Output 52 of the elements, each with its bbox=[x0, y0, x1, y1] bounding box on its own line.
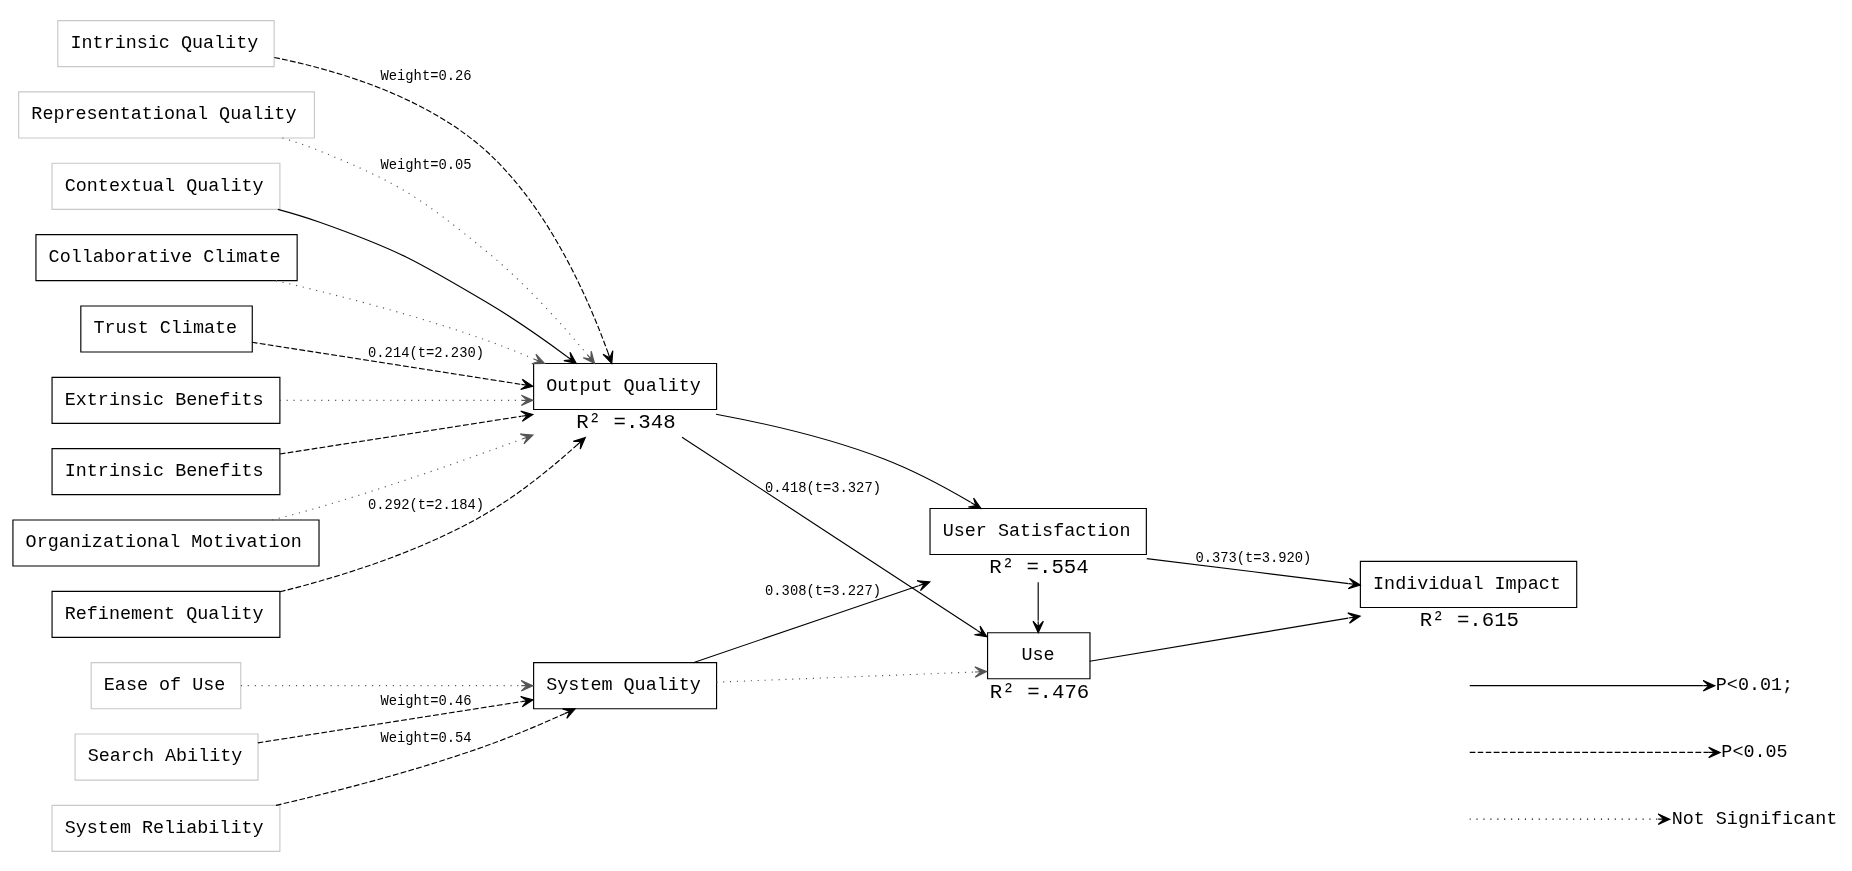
edge-label: 0.418(t=3.327) bbox=[765, 480, 881, 496]
arrow bbox=[277, 208, 577, 364]
arrow bbox=[692, 579, 931, 663]
node-box: System Quality bbox=[533, 661, 718, 709]
arrow bbox=[279, 410, 534, 455]
node-box: System Reliability bbox=[51, 804, 281, 852]
node-label: R² =.615 bbox=[1419, 608, 1520, 632]
edge-label: 0.292(t=2.184) bbox=[368, 497, 484, 513]
arrow bbox=[1089, 611, 1361, 662]
edge-label: Weight=0.26 bbox=[380, 68, 472, 84]
node-box: Refinement Quality bbox=[51, 590, 281, 638]
arrow bbox=[275, 279, 546, 364]
edge-label: Weight=0.46 bbox=[380, 693, 472, 709]
node-box: Collaborative Climate bbox=[35, 233, 298, 281]
arrow bbox=[279, 394, 534, 406]
node-box: Search Ability bbox=[74, 732, 259, 781]
arrow bbox=[1032, 581, 1044, 633]
arrow bbox=[1146, 557, 1361, 589]
arrow bbox=[273, 56, 614, 364]
arrow bbox=[257, 695, 534, 743]
arrow bbox=[251, 341, 534, 390]
arrow bbox=[681, 436, 988, 637]
node-box: Intrinsic Quality bbox=[57, 19, 275, 67]
node-label: R² =.476 bbox=[989, 680, 1090, 704]
arrow bbox=[275, 707, 576, 806]
node-box: Use bbox=[987, 631, 1091, 679]
node-box: Intrinsic Benefits bbox=[51, 447, 281, 495]
arrow bbox=[240, 679, 534, 691]
node-box: Output Quality bbox=[533, 362, 718, 410]
edge-label: Weight=0.54 bbox=[380, 730, 472, 746]
legend-label: P<0.05 bbox=[1721, 741, 1788, 763]
legend-label: Not Significant bbox=[1671, 808, 1838, 830]
node-box: Organizational Motivation bbox=[12, 518, 320, 567]
node-box: Ease of Use bbox=[90, 661, 242, 709]
node-box: Individual Impact bbox=[1359, 560, 1578, 608]
arrow bbox=[715, 413, 982, 509]
node-label: R² =.554 bbox=[989, 555, 1089, 579]
node-box: Representational Quality bbox=[18, 90, 315, 139]
legend-label: P<0.01; bbox=[1715, 674, 1794, 696]
arrow bbox=[281, 136, 596, 364]
node-box: Trust Climate bbox=[80, 304, 253, 353]
arrow bbox=[271, 433, 534, 520]
node-box: Extrinsic Benefits bbox=[51, 376, 281, 424]
node-box: User Satisfaction bbox=[929, 507, 1147, 555]
arrow bbox=[715, 665, 988, 683]
node-box: Contextual Quality bbox=[51, 162, 281, 210]
edge-label: 0.308(t=3.227) bbox=[765, 583, 881, 599]
node-label: R² =.348 bbox=[576, 410, 676, 434]
edge-label: 0.373(t=3.920) bbox=[1195, 550, 1312, 566]
arrow bbox=[279, 436, 586, 592]
edge-label: Weight=0.05 bbox=[380, 157, 472, 173]
edge-label: 0.214(t=2.230) bbox=[368, 345, 484, 361]
